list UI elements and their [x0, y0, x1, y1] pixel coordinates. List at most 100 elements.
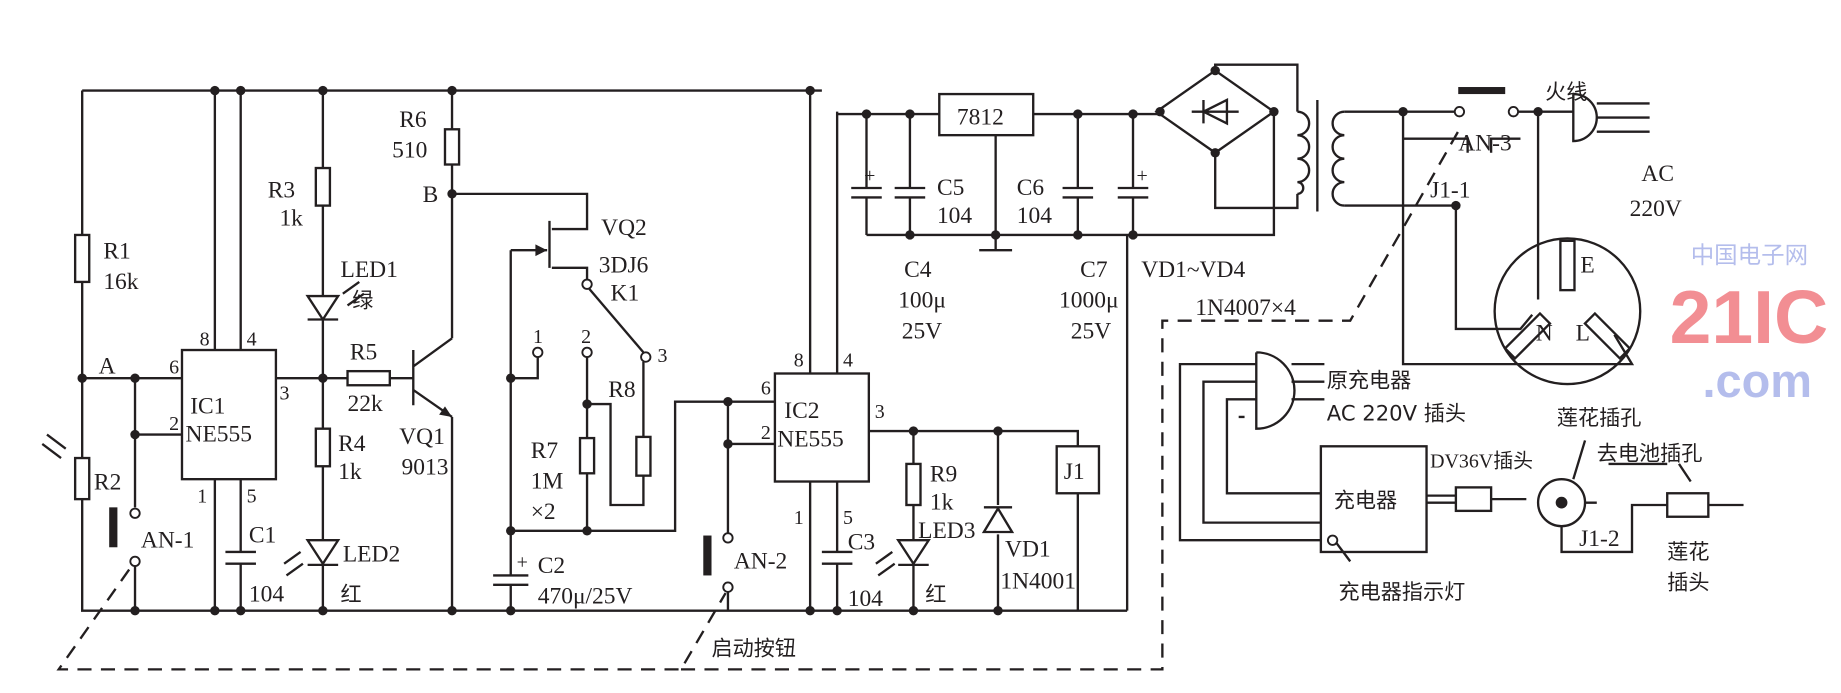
pushbutton-AN1 — [109, 507, 118, 548]
label-C3-value: 104 — [848, 586, 883, 612]
label-VQ2-type: 3DJ6 — [599, 253, 649, 279]
ic1-pin1: 1 — [197, 486, 207, 508]
label-R3: R3 — [268, 177, 295, 203]
label-original-charger: 原充电器 — [1327, 368, 1412, 393]
label-start-button: 启动按钮 — [712, 635, 797, 660]
label-VQ1-type: 9013 — [402, 454, 449, 480]
resistor-R5 — [346, 369, 391, 387]
label-E: E — [1580, 253, 1594, 279]
watermark-logo-text: 21IC — [1670, 275, 1829, 359]
label-AN1: AN-1 — [141, 527, 194, 553]
label-C2: C2 — [538, 553, 565, 579]
label-AN2: AN-2 — [734, 548, 787, 574]
label-C5-value: 104 — [937, 203, 972, 229]
ic1-pin3: 3 — [279, 382, 289, 404]
label-LED3-color: 红 — [925, 581, 946, 606]
power-supply — [837, 63, 1650, 386]
label-R7-count: ×2 — [531, 499, 556, 525]
label-C4-value: 100μ — [898, 288, 946, 314]
ic1-pin6: 6 — [169, 357, 179, 379]
outlet-L-slot — [1583, 311, 1632, 361]
label-C7-value: 1000μ — [1059, 288, 1119, 314]
pushbutton-AN3 — [1458, 87, 1506, 95]
ic1-pin2: 2 — [169, 413, 179, 435]
label-C7-voltage: 25V — [1071, 318, 1111, 344]
resistor-R8 — [635, 435, 652, 477]
resistor-R6 — [443, 128, 461, 166]
resistor-R9 — [905, 462, 922, 507]
transformer-primary — [1297, 110, 1311, 196]
watermark-domain: .com — [1702, 354, 1812, 407]
charger-section — [1178, 351, 1744, 563]
resistor-R3 — [314, 166, 332, 207]
c7-plus: + — [1137, 165, 1148, 187]
ic2-box — [773, 372, 871, 483]
selector-switch-K1[interactable] — [588, 288, 645, 354]
label-R7: R7 — [531, 438, 559, 464]
led3-icon — [896, 539, 931, 567]
label-C4: C4 — [904, 257, 932, 283]
label-dc-plug: DV36V插头 — [1430, 449, 1533, 472]
led1-icon — [305, 294, 341, 379]
ic2-pin1: 1 — [794, 507, 804, 529]
label-live-wire: 火线 — [1545, 79, 1587, 104]
label-ac-plug: AC 220V 插头 — [1327, 400, 1466, 425]
label-R5-value: 22k — [348, 391, 383, 417]
label-AC: AC — [1641, 161, 1674, 187]
label-to-battery: 去电池插孔 — [1597, 440, 1703, 465]
label-IC2-type: NE555 — [777, 426, 844, 452]
label-R9: R9 — [930, 462, 957, 488]
light-arrows-icon — [41, 433, 67, 459]
label-R1-value: 16k — [103, 269, 138, 295]
c4-plus: + — [864, 165, 875, 187]
label-lotus-plug-2: 插头 — [1667, 570, 1709, 595]
ic2-pin4: 4 — [843, 349, 853, 371]
label-LED1: LED1 — [340, 257, 397, 283]
label-bridge: VD1~VD4 — [1141, 257, 1245, 283]
dc-plug — [1454, 486, 1493, 513]
label-lotus-plug-1: 莲花 — [1667, 539, 1709, 564]
watermark-cn: 中国电子网 — [1691, 241, 1808, 269]
jfet-VQ2 — [452, 192, 589, 611]
label-charger: 充电器 — [1334, 487, 1397, 512]
label-C6-value: 104 — [1017, 203, 1052, 229]
photoresistor-R2 — [73, 456, 91, 501]
outlet-E-slot — [1559, 239, 1576, 292]
label-R7-value: 1M — [531, 469, 564, 495]
component-labels: R1 16k R2 A R3 1k LED1 绿 R5 22k R4 1k LE… — [94, 79, 1710, 661]
lotus-plug — [1666, 492, 1710, 518]
label-J1: J1 — [1064, 459, 1085, 485]
label-VQ1: VQ1 — [399, 424, 445, 450]
charger-indicator-lamp — [1326, 534, 1339, 546]
ic2-pin5: 5 — [843, 507, 853, 529]
transistor-VQ1 — [412, 90, 454, 611]
k1-position-3: 3 — [657, 345, 667, 367]
label-R6: R6 — [399, 107, 427, 133]
label-C6: C6 — [1017, 175, 1045, 201]
transformer-secondary — [1331, 110, 1345, 207]
label-bridge-type: 1N4007×4 — [1195, 295, 1296, 321]
ac-plug-icon — [1572, 92, 1650, 143]
k1-position-2: 2 — [581, 326, 591, 348]
regulator-7812 — [938, 92, 1035, 137]
label-LED2: LED2 — [343, 541, 400, 567]
led2-icon — [305, 539, 341, 567]
label-C1: C1 — [249, 523, 276, 549]
label-IC2: IC2 — [784, 398, 819, 424]
c2-plus: + — [517, 551, 528, 573]
resistor-R1 — [73, 233, 91, 284]
charger-box — [1319, 445, 1428, 554]
label-R5: R5 — [350, 339, 377, 365]
pushbutton-AN2 — [703, 535, 712, 576]
ic1-box — [180, 348, 278, 481]
ic2-pin8: 8 — [794, 349, 804, 371]
ic2-pin6: 6 — [761, 378, 771, 400]
label-R8: R8 — [608, 377, 635, 403]
label-IC1: IC1 — [190, 393, 225, 419]
ic1-pin8: 8 — [200, 328, 210, 350]
label-N: N — [1536, 321, 1553, 347]
label-R9-value: 1k — [930, 490, 954, 516]
label-J1-1: J1-1 — [1430, 177, 1470, 203]
label-IC1-type: NE555 — [186, 422, 253, 448]
